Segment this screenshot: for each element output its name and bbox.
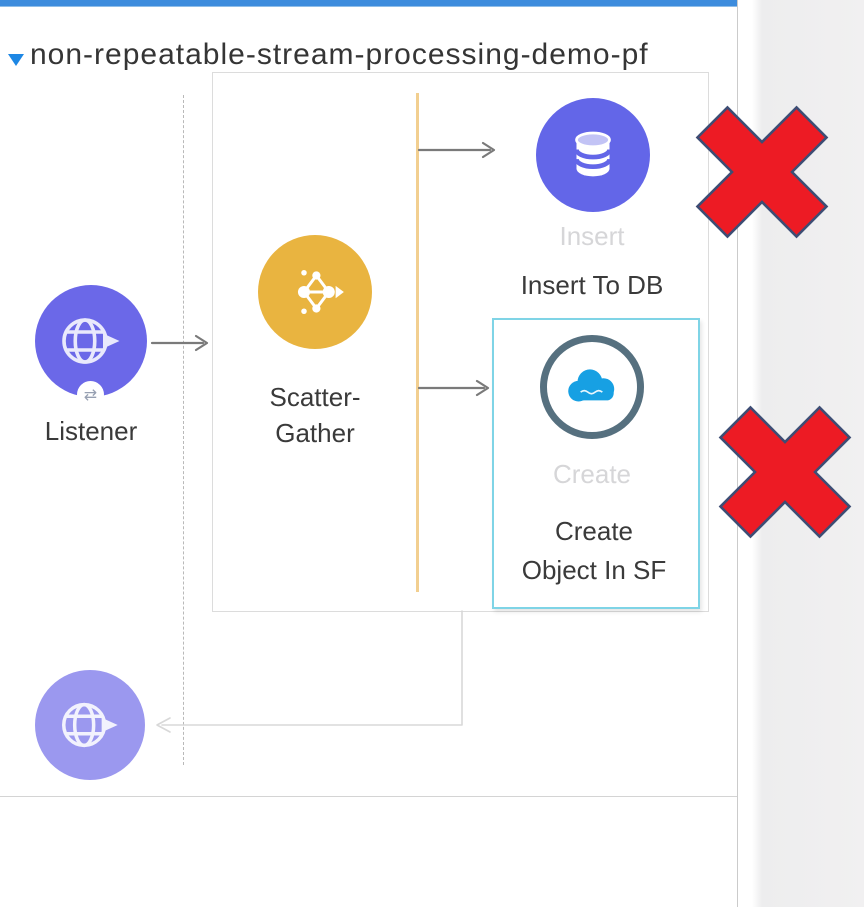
- insert-db-operation: Insert: [559, 221, 625, 251]
- listener-label: Listener: [44, 416, 138, 446]
- flow-header[interactable]: non-repeatable-stream-processing-demo-pf: [0, 18, 720, 71]
- listener-node[interactable]: [35, 285, 147, 397]
- error-x-icon: [695, 105, 829, 239]
- editor-top-accent-bar: [0, 0, 738, 7]
- database-icon: [574, 131, 612, 177]
- insert-db-node[interactable]: [536, 98, 650, 212]
- salesforce-icon: [568, 369, 615, 402]
- scatter-gather-label: Scatter- Gather: [269, 382, 361, 448]
- create-sf-node[interactable]: [540, 335, 644, 439]
- scatter-gather-node[interactable]: [258, 235, 372, 349]
- create-sf-operation: Create: [552, 459, 632, 489]
- insert-db-label: Insert To DB: [520, 270, 664, 300]
- error-x-icon: [718, 405, 852, 539]
- flow-section-divider: [0, 796, 737, 797]
- error-handling-header[interactable]: Error handling: [0, 800, 300, 900]
- create-sf-label: Create Object In SF: [521, 516, 667, 585]
- exchange-badge-icon: ⇄: [77, 381, 104, 408]
- listener-response-node[interactable]: [35, 670, 145, 780]
- flow-lane-dashed-line: [183, 95, 184, 765]
- flow-title: non-repeatable-stream-processing-demo-pf: [30, 38, 649, 71]
- scatter-gather-route-bar: [416, 93, 419, 592]
- globe-icon: [62, 318, 120, 364]
- globe-icon: [61, 702, 118, 748]
- scatter-gather-icon: [297, 270, 344, 314]
- collapse-triangle-icon[interactable]: [8, 54, 24, 66]
